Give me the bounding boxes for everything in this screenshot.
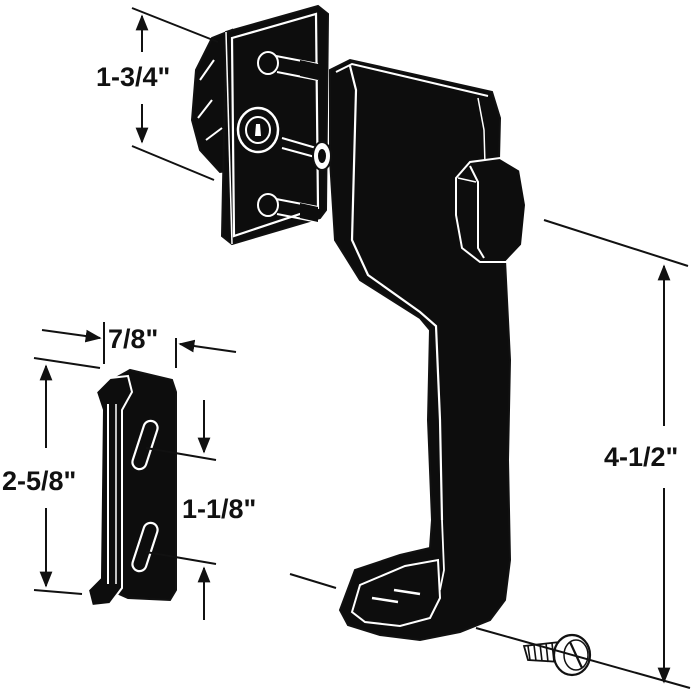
- dimension-lines: [33, 7, 691, 689]
- mounting-screw-icon: [522, 633, 592, 677]
- dimension-label-hole-spacing: 1-1/8": [182, 494, 256, 524]
- dimension-label-keeper-height: 1-3/4": [96, 62, 170, 92]
- dimension-label-strike-width: 7/8": [108, 324, 158, 354]
- strike-plate-icon: [86, 368, 177, 608]
- mounting-plate-icon: [190, 4, 332, 246]
- push-button-handle-icon: [329, 58, 528, 642]
- dimension-label-strike-height: 2-5/8": [2, 466, 76, 496]
- dimension-label-handle-height: 4-1/2": [604, 442, 678, 472]
